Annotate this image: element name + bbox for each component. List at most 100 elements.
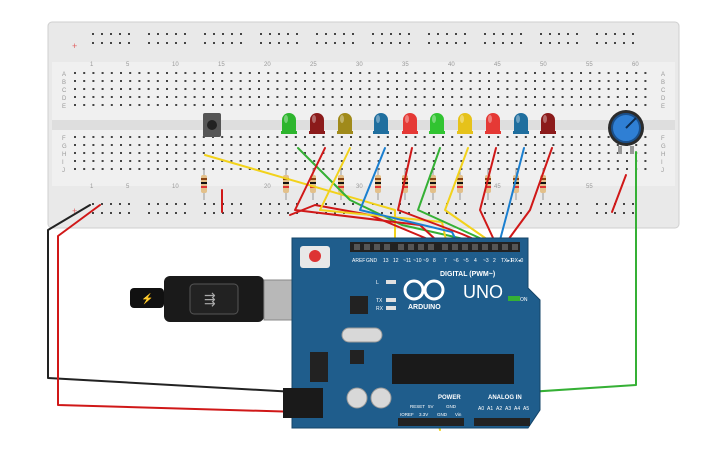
breadboard-hole [92,88,95,90]
led[interactable] [457,113,473,134]
led[interactable] [429,113,445,134]
led[interactable] [402,113,418,134]
breadboard-hole [488,88,490,90]
breadboard-hole [184,168,187,170]
breadboard-hole [396,152,398,154]
breadboard-hole [331,152,334,154]
breadboard-hole [258,88,260,90]
led[interactable] [309,113,325,134]
breadboard-hole [340,152,343,154]
resistor[interactable] [430,168,436,200]
breadboard[interactable]: + + 1 5 10 15 20 25 30 35 40 45 50 55 60… [47,21,680,229]
breadboard-hole [193,144,196,146]
resistor[interactable] [375,168,381,200]
reset-button[interactable] [309,250,321,262]
breadboard-hole [589,104,592,106]
analog-pin-labels: A0 A1 A2 A3 A4 A5 [478,406,529,412]
breadboard-hole [368,168,371,170]
col-num: 25 [310,62,317,68]
breadboard-hole [101,96,104,98]
breadboard-hole [129,96,132,98]
pin-label: RESET [410,404,425,409]
breadboard-hole [138,88,141,90]
breadboard-hole [570,144,573,146]
breadboard-hole [359,160,362,162]
breadboard-hole [561,152,564,154]
breadboard-hole [359,168,362,170]
breadboard-hole [497,96,500,98]
led[interactable] [373,113,389,134]
led[interactable] [485,113,501,134]
breadboard-hole [202,136,205,138]
breadboard-hole [212,160,214,162]
breadboard-hole [493,33,495,35]
breadboard-hole [350,168,352,170]
resistor[interactable] [457,168,463,200]
led[interactable] [540,113,556,134]
pin-label: GND [446,404,457,409]
breadboard-hole [414,104,417,106]
breadboard-hole [184,104,187,106]
breadboard-hole [156,136,159,138]
breadboard-hole [423,96,426,98]
breadboard-hole [166,33,168,35]
breadboard-hole [101,80,104,82]
pushbutton[interactable] [203,113,221,137]
power-jack[interactable] [283,388,323,418]
breadboard-hole [576,212,578,214]
pin-label: ~11 [403,258,411,264]
breadboard-hole [92,72,95,74]
breadboard-hole [340,96,343,98]
breadboard-holes [74,33,647,214]
breadboard-hole [175,104,178,106]
potentiometer[interactable] [608,110,644,154]
breadboard-hole [484,212,486,214]
breadboard-hole [405,88,408,90]
breadboard-hole [414,88,417,90]
breadboard-hole [576,33,578,35]
breadboard-hole [626,104,628,106]
breadboard-hole [156,88,159,90]
pin-label: GND [366,258,378,264]
breadboard-hole [497,152,500,154]
wire-red-led5 [397,147,477,241]
breadboard-hole [304,152,306,154]
breadboard-hole [570,96,573,98]
led[interactable] [337,113,353,134]
breadboard-hole [567,42,569,44]
breadboard-hole [147,104,150,106]
breadboard-hole [74,88,76,90]
led[interactable] [281,113,297,134]
breadboard-hole [267,144,270,146]
row-letter: F [62,136,66,142]
led[interactable] [513,113,529,134]
breadboard-hole [423,88,426,90]
resistor[interactable] [201,168,207,200]
breadboard-hole [478,80,481,82]
col-num: 40 [448,62,455,68]
pin-label: TX▸1 [501,258,513,264]
breadboard-hole [92,160,95,162]
breadboard-hole [520,33,522,35]
breadboard-hole [350,80,352,82]
breadboard-hole [405,80,408,82]
breadboard-hole [368,144,371,146]
breadboard-hole [184,96,187,98]
breadboard-hole [455,203,457,205]
breadboard-hole [166,203,168,205]
breadboard-hole [534,104,536,106]
breadboard-hole [460,168,463,170]
row-letter: A [62,72,66,78]
breadboard-hole [119,33,121,35]
breadboard-hole [184,80,187,82]
breadboard-hole [423,168,426,170]
breadboard-hole [552,80,555,82]
breadboard-hole [231,33,233,35]
breadboard-hole [561,168,564,170]
breadboard-hole [589,72,592,74]
breadboard-hole [598,144,601,146]
breadboard-hole [596,203,598,205]
breadboard-hole [540,33,542,35]
breadboard-hole [101,203,103,205]
arduino-board[interactable]: AREF GND 13 12 ~11 ~10 ~9 8 7 ~6 ~5 4 ~3… [283,237,541,429]
